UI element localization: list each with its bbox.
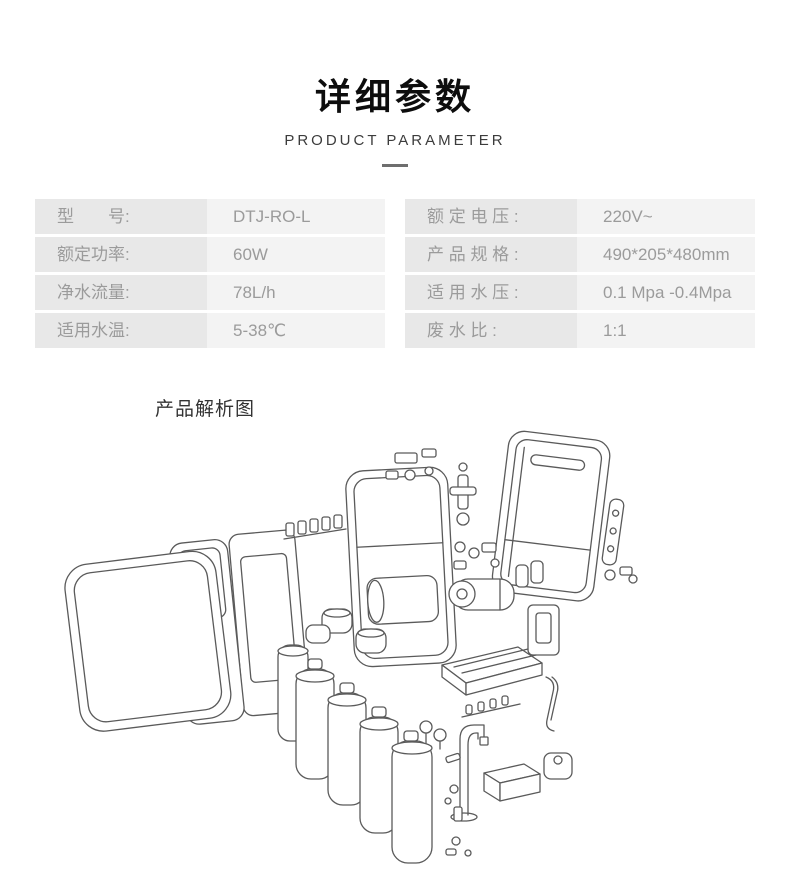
spec-pair: 额 定 电 压 : 220V~: [405, 199, 755, 235]
spec-label: 废 水 比 :: [405, 313, 577, 349]
clamps: [419, 720, 447, 751]
spec-pair: 净水流量: 78L/h: [35, 275, 385, 311]
side-strip: [601, 498, 625, 566]
spec-pair: 废 水 比 : 1:1: [405, 313, 755, 349]
base-tray: [441, 646, 543, 697]
spec-value: 220V~: [577, 199, 755, 235]
valve-assembly: [449, 462, 477, 527]
spec-label: 净水流量:: [35, 275, 207, 311]
spec-pair: 型 号: DTJ-RO-L: [35, 199, 385, 235]
filter-cartridge: [359, 706, 399, 835]
page-subtitle: PRODUCT PARAMETER: [284, 132, 506, 150]
spec-label: 适 用 水 压 :: [405, 275, 577, 311]
spec-value: 0.1 Mpa -0.4Mpa: [577, 275, 755, 311]
page-title: 详细参数: [314, 76, 475, 117]
front-cover-panel: [64, 551, 232, 733]
spec-row: 适用水温: 5-38℃ 废 水 比 : 1:1: [35, 313, 755, 349]
filter-caps: [305, 608, 387, 655]
filter-cartridges: [277, 644, 433, 865]
spec-row: 型 号: DTJ-RO-L 额 定 电 压 : 220V~: [35, 199, 755, 235]
connector-cluster: [453, 541, 500, 571]
spec-value: 60W: [207, 237, 385, 273]
spec-row: 净水流量: 78L/h 适 用 水 压 : 0.1 Mpa -0.4Mpa: [35, 275, 755, 311]
pump: [448, 578, 515, 612]
exploded-view-drawing: [64, 431, 638, 865]
clip-rail: [461, 695, 521, 719]
mount-bracket: [527, 604, 560, 657]
spec-value: 5-38℃: [207, 313, 385, 349]
spec-pair: 适 用 水 压 : 0.1 Mpa -0.4Mpa: [405, 275, 755, 311]
fitting-rail: [283, 514, 347, 541]
spec-value: 78L/h: [207, 275, 385, 311]
spec-label: 适用水温:: [35, 313, 207, 349]
filter-cartridge: [391, 730, 433, 865]
main-housing: [345, 467, 457, 668]
spec-pair: 产 品 规 格 : 490*205*480mm: [405, 237, 755, 273]
spec-label: 额 定 电 压 :: [405, 199, 577, 235]
diagram-heading: 产品解析图: [155, 399, 256, 421]
title-divider: [382, 164, 408, 168]
spec-value: 1:1: [577, 313, 755, 349]
right-fittings: [604, 566, 638, 585]
exploded-diagram: [50, 427, 790, 877]
spec-value: DTJ-RO-L: [207, 199, 385, 235]
page-header: 详细参数 PRODUCT PARAMETER: [0, 0, 790, 168]
spec-pair: 额定功率: 60W: [35, 237, 385, 273]
spec-value: 490*205*480mm: [577, 237, 755, 273]
spec-label: 产 品 规 格 :: [405, 237, 577, 273]
back-cover-panel: [491, 431, 611, 602]
spec-row: 额定功率: 60W 产 品 规 格 : 490*205*480mm: [35, 237, 755, 273]
solenoid-valves: [515, 560, 544, 589]
filter-cartridge: [327, 682, 367, 807]
spec-table: 型 号: DTJ-RO-L 额 定 电 压 : 220V~ 额定功率: 60W …: [35, 199, 755, 349]
faucet: [445, 724, 489, 823]
top-fittings: [385, 448, 437, 482]
spec-pair: 适用水温: 5-38℃: [35, 313, 385, 349]
hanging-hook: [545, 676, 559, 733]
filter-cartridge: [295, 658, 335, 781]
spec-label: 额定功率:: [35, 237, 207, 273]
accessory-box: [483, 752, 573, 803]
spec-label: 型 号:: [35, 199, 207, 235]
